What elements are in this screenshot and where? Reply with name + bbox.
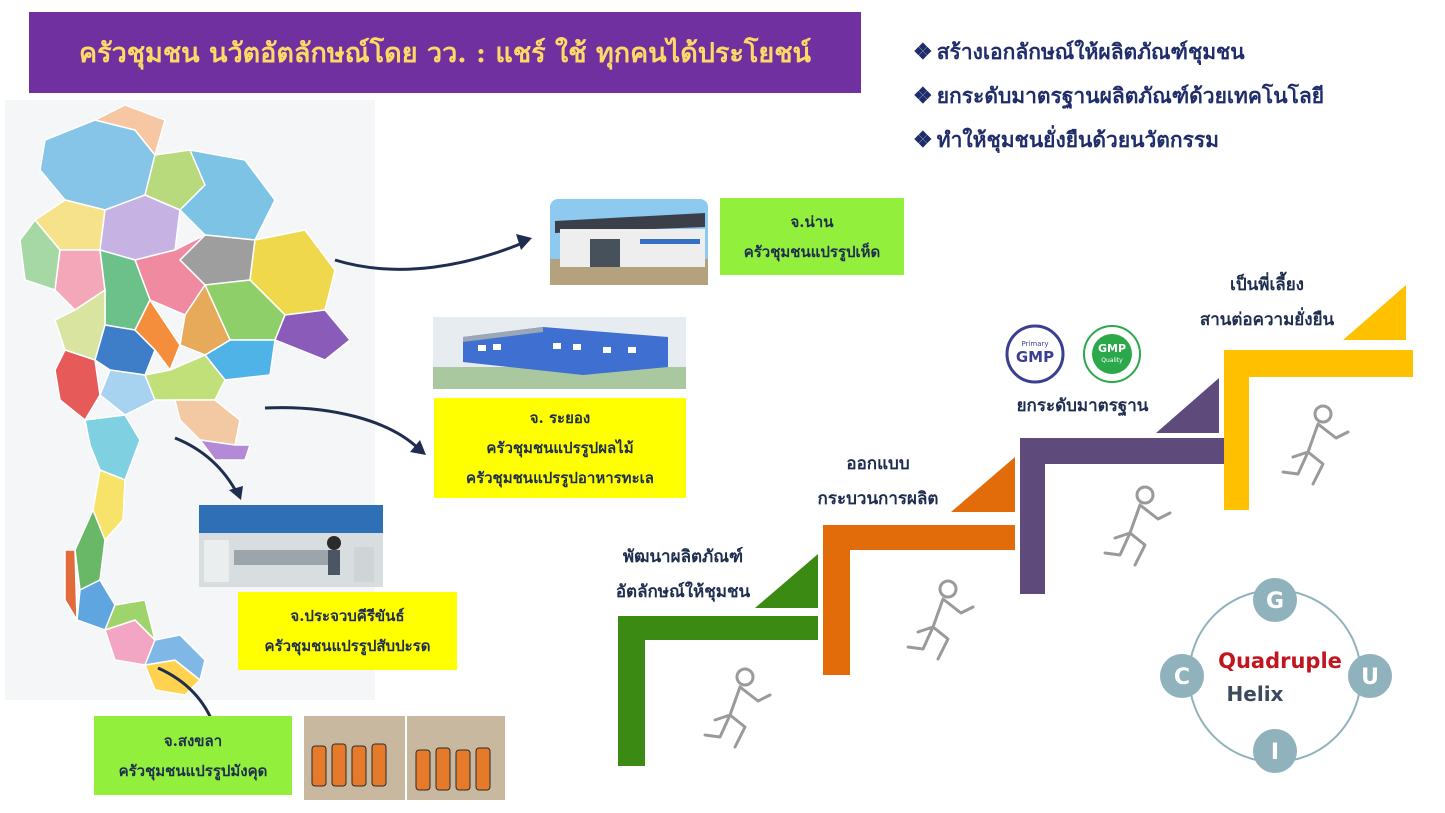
helix-subtitle: Helix bbox=[1227, 682, 1284, 706]
location-prachuap-kitchen: ครัวชุมชนแปรรูปสับปะรด bbox=[264, 637, 431, 655]
arrow-to-prachuap bbox=[174, 436, 240, 496]
location-nan-kitchen: ครัวชุมชนแปรรูปเห็ด bbox=[743, 242, 881, 261]
songkhla-juice-photo bbox=[304, 716, 505, 800]
bullet-text: สร้างเอกลักษณ์ให้ผลิตภัณฑ์ชุมชน bbox=[936, 38, 1245, 64]
location-songkhla-province: จ.สงขลา bbox=[163, 731, 223, 750]
location-nan-province: จ.น่าน bbox=[790, 212, 834, 231]
svg-text:G: G bbox=[1266, 589, 1284, 614]
gmp-quality-badge: GMP Quality bbox=[1083, 325, 1141, 383]
svg-text:GMP: GMP bbox=[1016, 348, 1054, 366]
location-rayong-kitchen-seafood: ครัวชุมชนแปรรูปอาหารทะเล bbox=[466, 469, 654, 487]
step-1-shape bbox=[618, 554, 818, 766]
step-2-line2: กระบวนการผลิต bbox=[817, 489, 939, 509]
svg-text:Quality: Quality bbox=[1101, 357, 1123, 364]
bullet-item: ❖ สร้างเอกลักษณ์ให้ผลิตภัณฑ์ชุมชน bbox=[913, 30, 1324, 74]
location-rayong-province: จ. ระยอง bbox=[529, 409, 591, 427]
location-nan: จ.น่าน ครัวชุมชนแปรรูปเห็ด bbox=[720, 198, 904, 275]
runner-icon bbox=[1281, 404, 1350, 486]
helix-node-u bbox=[1348, 654, 1392, 698]
location-prachuap-province: จ.ประจวบคีรีขันธ์ bbox=[290, 607, 405, 625]
svg-text:Primary: Primary bbox=[1021, 340, 1048, 348]
bullet-list: ❖ สร้างเอกลักษณ์ให้ผลิตภัณฑ์ชุมชน ❖ ยกระ… bbox=[913, 30, 1324, 162]
four-diamond-icon: ❖ bbox=[913, 127, 933, 153]
helix-node-g bbox=[1253, 578, 1297, 622]
helix-node-i bbox=[1253, 729, 1297, 773]
step-3-label: ยกระดับมาตรฐาน bbox=[1000, 389, 1165, 424]
bullet-text: ยกระดับมาตรฐานผลิตภัณฑ์ด้วยเทคโนโลยี bbox=[936, 82, 1325, 108]
helix-title: Quadruple bbox=[1218, 649, 1342, 673]
four-diamond-icon: ❖ bbox=[913, 39, 933, 65]
step-4-line1: เป็นพี่เลี้ยง bbox=[1230, 275, 1304, 295]
step-3-shape bbox=[1020, 378, 1225, 594]
step-1-line2: อัตลักษณ์ให้ชุมชน bbox=[615, 582, 751, 602]
bullet-item: ❖ ยกระดับมาตรฐานผลิตภัณฑ์ด้วยเทคโนโลยี bbox=[913, 74, 1324, 118]
title-banner: ครัวชุมชน นวัตอัตลักษณ์โดย วว. : แชร์ ใช… bbox=[29, 12, 861, 93]
location-rayong: จ. ระยอง ครัวชุมชนแปรรูปผลไม้ ครัวชุมชนแ… bbox=[434, 398, 686, 498]
step-1-line1: พัฒนาผลิตภัณฑ์ bbox=[622, 547, 744, 567]
step-2-shape bbox=[823, 457, 1015, 675]
bullet-item: ❖ ทำให้ชุมชนยั่งยืนด้วยนวัตกรรม bbox=[913, 118, 1324, 162]
location-songkhla-kitchen: ครัวชุมชนแปรรูปมังคุด bbox=[118, 761, 268, 780]
step-4-line2: สานต่อความยั่งยืน bbox=[1199, 310, 1335, 330]
helix-node-c bbox=[1160, 654, 1204, 698]
step-1-label: พัฒนาผลิตภัณฑ์ อัตลักษณ์ให้ชุมชน bbox=[598, 540, 768, 610]
prachuap-factory-photo bbox=[199, 505, 383, 587]
runner-icon bbox=[906, 579, 975, 661]
location-prachuap: จ.ประจวบคีรีขันธ์ ครัวชุมชนแปรรูปสับปะรด bbox=[238, 592, 457, 670]
rayong-building-render bbox=[433, 317, 686, 389]
svg-text:U: U bbox=[1361, 665, 1379, 690]
arrow-to-nan bbox=[334, 240, 526, 271]
runner-icon bbox=[1103, 485, 1172, 567]
page-title: ครัวชุมชน นวัตอัตลักษณ์โดย วว. : แชร์ ใช… bbox=[79, 38, 811, 69]
runner-icon bbox=[703, 667, 772, 749]
step-4-label: เป็นพี่เลี้ยง สานต่อความยั่งยืน bbox=[1182, 268, 1352, 338]
location-rayong-kitchen-fruit: ครัวชุมชนแปรรูปผลไม้ bbox=[486, 439, 634, 457]
svg-text:I: I bbox=[1271, 740, 1279, 765]
arrow-to-rayong bbox=[264, 406, 422, 452]
step-2-line1: ออกแบบ bbox=[846, 454, 910, 474]
svg-text:GMP: GMP bbox=[1098, 342, 1126, 355]
step-3-line1: ยกระดับมาตรฐาน bbox=[1016, 396, 1149, 416]
bullet-text: ทำให้ชุมชนยั่งยืนด้วยนวัตกรรม bbox=[936, 126, 1220, 152]
location-songkhla: จ.สงขลา ครัวชุมชนแปรรูปมังคุด bbox=[94, 716, 292, 795]
svg-text:C: C bbox=[1174, 665, 1190, 690]
step-4-shape bbox=[1224, 285, 1413, 510]
gmp-primary-badge: Primary GMP bbox=[1005, 324, 1065, 384]
step-2-label: ออกแบบ กระบวนการผลิต bbox=[798, 447, 958, 517]
nan-building-photo bbox=[550, 199, 708, 285]
four-diamond-icon: ❖ bbox=[913, 83, 933, 109]
quadruple-helix-diagram: G U I C Quadruple Helix bbox=[1160, 578, 1392, 773]
